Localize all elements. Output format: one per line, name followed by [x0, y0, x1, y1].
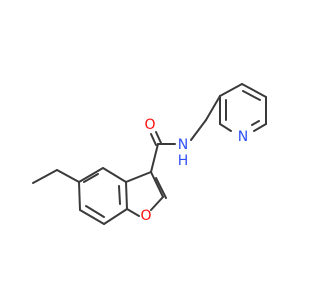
atom-label-hydrogen-amide: H: [178, 153, 189, 169]
atom-label-oxygen-furan: O: [140, 208, 151, 224]
bond: [253, 123, 267, 132]
bond: [219, 123, 232, 132]
atom-label-nitrogen-amide: N: [178, 137, 188, 153]
bond-inner: [85, 205, 105, 218]
bond: [150, 196, 164, 211]
bond: [78, 181, 81, 211]
atom-labels: O N H N O: [140, 117, 248, 224]
bond-inner: [155, 177, 167, 199]
bond: [32, 169, 58, 184]
bond: [205, 95, 221, 121]
bond: [125, 171, 152, 183]
bond: [150, 143, 159, 173]
bonds: [32, 83, 267, 225]
bond: [125, 181, 128, 210]
bond: [190, 119, 207, 141]
bond: [126, 208, 140, 217]
bond: [241, 83, 267, 98]
bond: [150, 133, 157, 146]
bond: [103, 208, 128, 225]
molecule-structure: O N H N O: [32, 83, 267, 225]
atom-label-nitrogen-pyridine: N: [238, 129, 248, 145]
bond-inner: [242, 90, 261, 101]
bond-inner: [83, 173, 99, 183]
bond: [79, 209, 105, 225]
bond-inner: [251, 120, 260, 126]
bond: [219, 83, 243, 97]
atom-label-oxygen-carbonyl: O: [144, 117, 155, 133]
bond: [78, 167, 104, 183]
bond-inner: [118, 185, 121, 205]
bond: [150, 171, 164, 198]
bond: [155, 131, 162, 144]
bond: [102, 167, 127, 183]
bond: [56, 169, 80, 183]
